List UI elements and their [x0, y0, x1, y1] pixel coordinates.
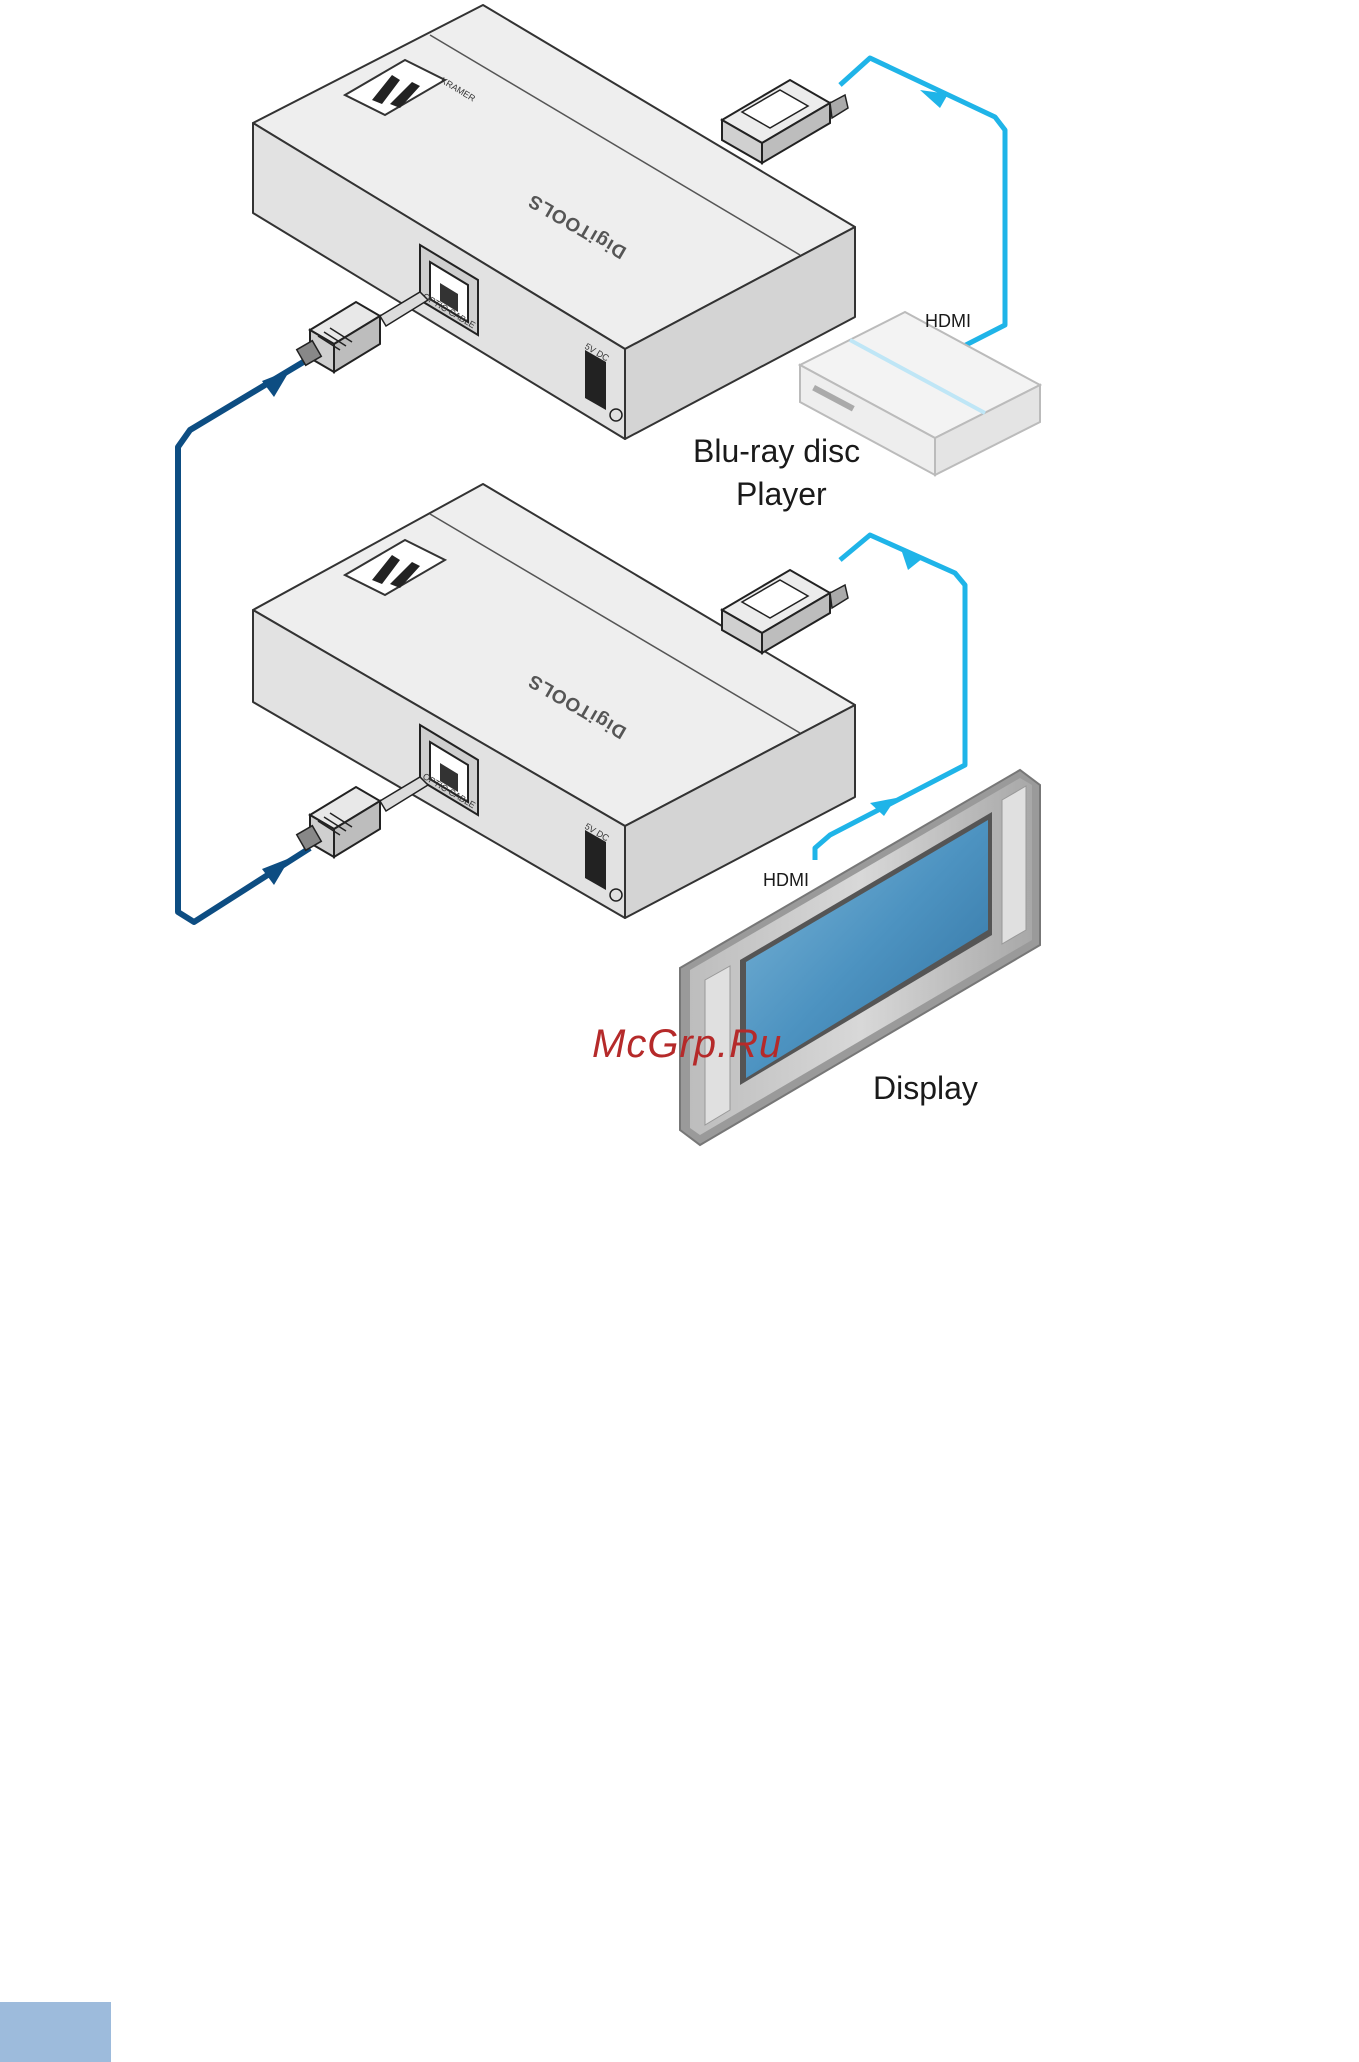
optic-connector-bottom — [297, 777, 428, 857]
bluray-label: Blu-ray disc — [693, 433, 860, 469]
hdmi-arrow-display-1 — [900, 546, 923, 570]
watermark: McGrp.Ru — [592, 1022, 782, 1066]
hdmi-plug-top — [722, 80, 848, 163]
optic-connector-top — [297, 292, 428, 372]
optic-arrow-bottom — [262, 858, 290, 885]
display-label: Display — [873, 1070, 978, 1106]
hdmi-cable-source — [840, 58, 1005, 348]
receiver-unit: DigiTOOLS OPTIC CABLE 5V DC — [253, 484, 855, 918]
page-corner-tab — [0, 2002, 111, 2062]
optic-arrow-top — [262, 370, 290, 397]
connection-diagram: KRAMER DigiTOOLS OPTIC CABLE 5V DC — [0, 0, 1359, 1160]
hdmi-label-source: HDMI — [925, 311, 971, 331]
hdmi-label-display: HDMI — [763, 870, 809, 890]
bluray-label-line2: Player — [736, 476, 827, 512]
transmitter-unit: KRAMER DigiTOOLS OPTIC CABLE 5V DC — [253, 5, 855, 439]
hdmi-plug-bottom — [722, 570, 848, 653]
